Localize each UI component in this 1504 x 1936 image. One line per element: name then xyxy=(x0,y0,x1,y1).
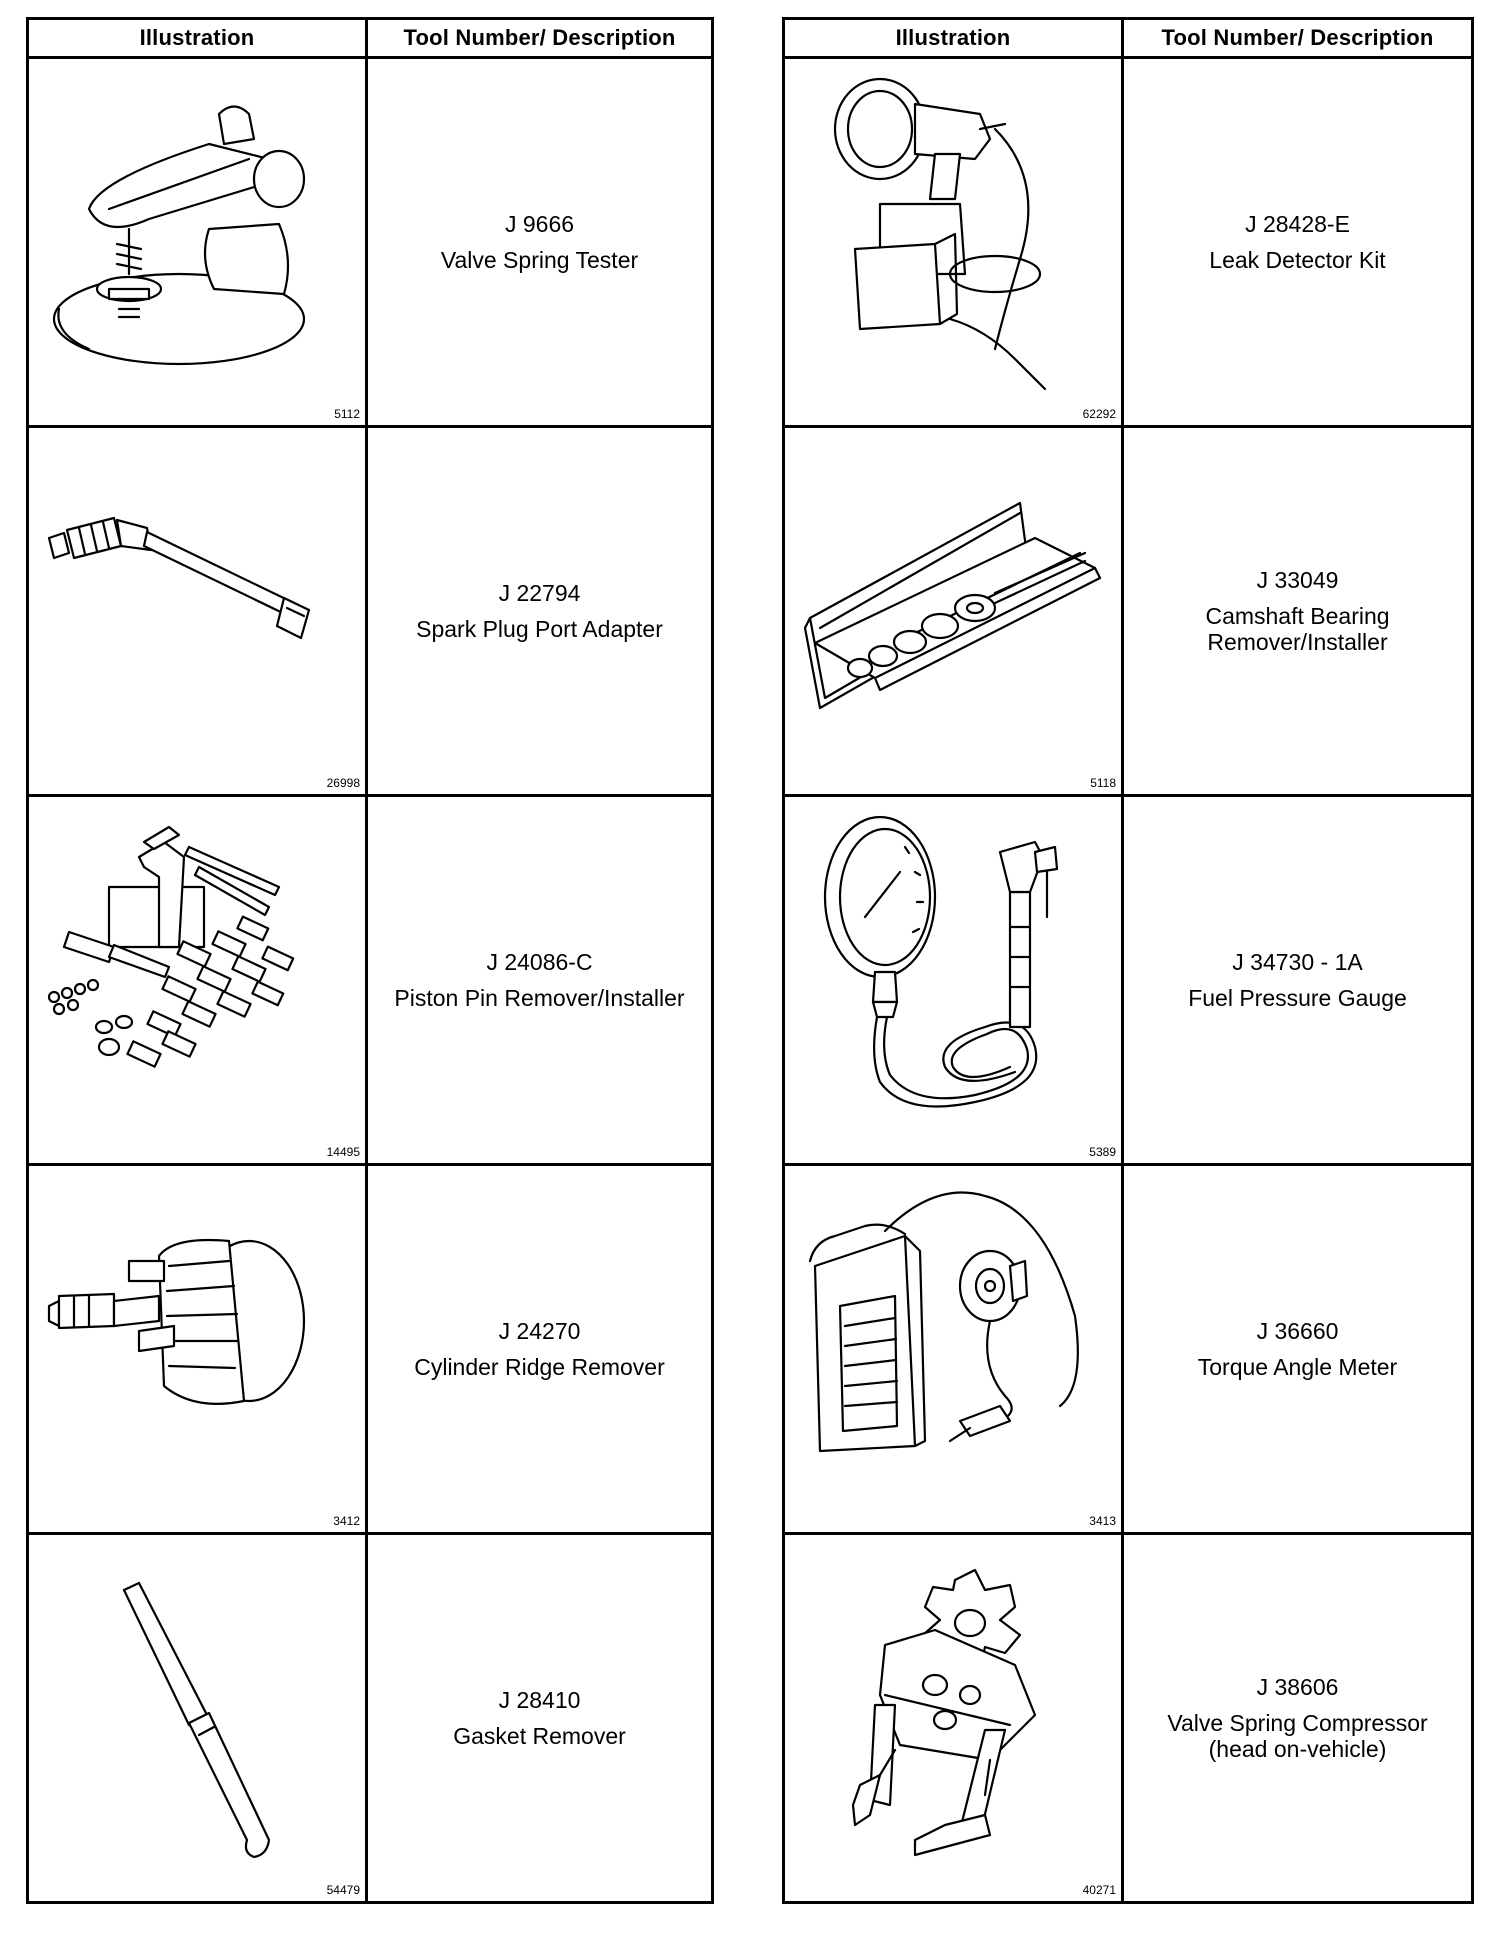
tool-number: J 33049 xyxy=(1256,567,1339,593)
illustration-cell: 5112 xyxy=(26,56,368,428)
illustration-header: Illustration xyxy=(782,17,1124,59)
tool-number: J 24086-C xyxy=(486,949,593,975)
cylinder-ridge-remover-illustration xyxy=(47,1238,306,1405)
illustration-cell: 3412 xyxy=(26,1163,368,1535)
illustration-cell: 14495 xyxy=(26,794,368,1166)
tool-name: Valve Spring Compressor xyxy=(1167,1710,1428,1736)
illustration-cell: 54479 xyxy=(26,1532,368,1904)
valve-spring-compressor-illustration xyxy=(851,1568,1037,1857)
illustration-cell: 40271 xyxy=(782,1532,1124,1904)
description-header: Tool Number/ Description xyxy=(1121,17,1474,59)
leak-detector-kit-illustration xyxy=(833,77,1047,391)
description-header: Tool Number/ Description xyxy=(365,17,714,59)
tool-name: Gasket Remover xyxy=(453,1723,626,1749)
tool-number: J 34730 - 1A xyxy=(1232,949,1363,975)
tool-name: Fuel Pressure Gauge xyxy=(1188,985,1407,1011)
table-header-row: Illustration Tool Number/ Description xyxy=(782,17,1474,59)
tool-name: Torque Angle Meter xyxy=(1197,1354,1398,1380)
description-cell: J 28410 Gasket Remover xyxy=(365,1532,714,1904)
tool-name-line2: (head on-vehicle) xyxy=(1208,1736,1387,1762)
description-cell: J 38606 Valve Spring Compressor (head on… xyxy=(1121,1532,1474,1904)
spark-plug-port-adapter-illustration xyxy=(47,516,311,640)
figure-number: 62292 xyxy=(1082,407,1116,421)
camshaft-bearing-tool-illustration xyxy=(803,501,1102,710)
table-row: 14495 J 24086-C Piston Pin Remover/Insta… xyxy=(26,794,714,1166)
torque-angle-meter-illustration xyxy=(808,1191,1079,1453)
illustration-header: Illustration xyxy=(26,17,368,59)
tool-name: Leak Detector Kit xyxy=(1209,247,1386,273)
table-row: 3413 J 36660 Torque Angle Meter xyxy=(782,1163,1474,1535)
tool-name: Camshaft Bearing xyxy=(1205,603,1390,629)
tool-number: J 24270 xyxy=(498,1318,581,1344)
figure-number: 5118 xyxy=(1090,776,1116,790)
tool-number: J 9666 xyxy=(504,211,575,237)
illustration-cell: 5118 xyxy=(782,425,1124,797)
table-row: 5112 J 9666 Valve Spring Tester xyxy=(26,56,714,428)
description-cell: J 33049 Camshaft Bearing Remover/Install… xyxy=(1121,425,1474,797)
illustration-cell: 3413 xyxy=(782,1163,1124,1535)
valve-spring-tester-illustration xyxy=(52,105,306,366)
table-row: 5389 J 34730 - 1A Fuel Pressure Gauge xyxy=(782,794,1474,1166)
illustration-cell: 26998 xyxy=(26,425,368,797)
tool-name: Spark Plug Port Adapter xyxy=(416,616,663,642)
figure-number: 5389 xyxy=(1089,1145,1116,1159)
tool-number: J 38606 xyxy=(1256,1674,1339,1700)
figure-number: 40271 xyxy=(1082,1883,1116,1897)
tool-name: Cylinder Ridge Remover xyxy=(414,1354,665,1380)
table-row: 3412 J 24270 Cylinder Ridge Remover xyxy=(26,1163,714,1535)
tool-name: Piston Pin Remover/Installer xyxy=(394,985,685,1011)
illustration-cell: 5389 xyxy=(782,794,1124,1166)
table-header-row: Illustration Tool Number/ Description xyxy=(26,17,714,59)
table-row: 40271 J 38606 Valve Spring Compressor (h… xyxy=(782,1532,1474,1904)
description-cell: J 24270 Cylinder Ridge Remover xyxy=(365,1163,714,1535)
tool-table-left: Illustration Tool Number/ Description xyxy=(26,17,714,1904)
figure-number: 3413 xyxy=(1089,1514,1116,1528)
figure-number: 54479 xyxy=(326,1883,360,1897)
figure-number: 3412 xyxy=(333,1514,360,1528)
description-cell: J 9666 Valve Spring Tester xyxy=(365,56,714,428)
tool-number: J 22794 xyxy=(498,580,581,606)
gasket-remover-illustration xyxy=(122,1581,271,1859)
figure-number: 5112 xyxy=(334,407,360,421)
description-cell: J 24086-C Piston Pin Remover/Installer xyxy=(365,794,714,1166)
tool-name: Valve Spring Tester xyxy=(440,247,639,273)
tool-name-line2: Remover/Installer xyxy=(1207,629,1388,655)
fuel-pressure-gauge-illustration xyxy=(823,815,1059,1108)
illustration-cell: 62292 xyxy=(782,56,1124,428)
piston-pin-remover-installer-illustration xyxy=(47,825,295,1068)
table-row: 62292 J 28428-E Leak Detector Kit xyxy=(782,56,1474,428)
description-cell: J 22794 Spark Plug Port Adapter xyxy=(365,425,714,797)
tool-number: J 28410 xyxy=(498,1687,581,1713)
tool-table-right: Illustration Tool Number/ Description xyxy=(782,17,1474,1904)
description-cell: J 28428-E Leak Detector Kit xyxy=(1121,56,1474,428)
tool-number: J 36660 xyxy=(1256,1318,1339,1344)
figure-number: 14495 xyxy=(326,1145,360,1159)
tool-number: J 28428-E xyxy=(1245,211,1350,237)
description-cell: J 36660 Torque Angle Meter xyxy=(1121,1163,1474,1535)
figure-number: 26998 xyxy=(326,776,360,790)
description-cell: J 34730 - 1A Fuel Pressure Gauge xyxy=(1121,794,1474,1166)
table-row: 5118 J 33049 Camshaft Bearing Remover/In… xyxy=(782,425,1474,797)
table-row: 26998 J 22794 Spark Plug Port Adapter xyxy=(26,425,714,797)
table-row: 54479 J 28410 Gasket Remover xyxy=(26,1532,714,1904)
